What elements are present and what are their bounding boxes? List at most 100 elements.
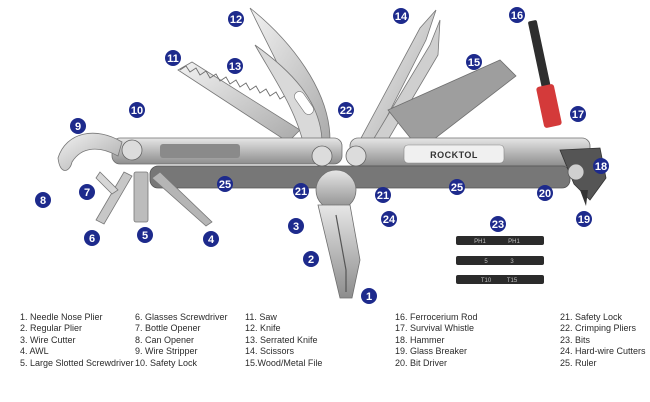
svg-text:21: 21: [295, 186, 307, 198]
bits-set: PH1 PH1 5 3 T10 T15: [456, 236, 544, 284]
svg-text:15: 15: [468, 57, 480, 69]
legend-item: 16. Ferrocerium Rod: [395, 312, 478, 322]
callout-3: 3: [288, 218, 304, 234]
callout-25a: 25: [217, 176, 233, 192]
legend-item: 25. Ruler: [560, 357, 597, 368]
svg-text:13: 13: [229, 61, 241, 73]
svg-text:21: 21: [377, 190, 389, 202]
svg-text:11: 11: [167, 53, 179, 65]
callout-9: 9: [70, 118, 86, 134]
svg-text:19: 19: [578, 214, 590, 226]
svg-text:18: 18: [595, 161, 607, 173]
callout-12: 12: [228, 11, 244, 27]
legend-item: 19. Glass Breaker: [395, 346, 468, 357]
svg-text:22: 22: [340, 105, 352, 117]
svg-text:25: 25: [219, 179, 231, 191]
callout-22: 22: [338, 102, 354, 118]
svg-text:16: 16: [511, 10, 523, 22]
svg-text:5: 5: [142, 230, 148, 242]
legend-column-2: 6. Glasses Screwdriver 7. Bottle Opener …: [135, 312, 228, 369]
svg-text:14: 14: [395, 11, 408, 23]
svg-text:20: 20: [539, 188, 551, 200]
legend-item: 15.Wood/Metal File: [245, 357, 323, 368]
bit-2-left: 5: [484, 259, 488, 265]
pliers: [315, 169, 361, 299]
svg-text:23: 23: [492, 219, 504, 231]
legend-item: 11. Saw: [245, 312, 277, 322]
legend-item: 1. Needle Nose Plier: [20, 312, 103, 322]
legend-item: 2. Regular Plier: [20, 323, 83, 334]
pivot-points: [121, 139, 585, 181]
callout-7: 7: [79, 184, 95, 200]
callout-17: 17: [570, 106, 586, 122]
legend-item: 12. Knife: [245, 323, 281, 334]
callout-23: 23: [490, 216, 506, 232]
legend-item: 18. Hammer: [395, 334, 445, 345]
bit-3-left: T10: [481, 278, 492, 284]
callout-21b: 21: [375, 187, 391, 203]
legend-item: 22. Crimping Pliers: [560, 323, 637, 334]
upper-handle: ROCKTOL: [111, 137, 591, 167]
svg-text:25: 25: [451, 182, 463, 194]
callouts: 1 2 3 4 5 6 7 8 9 10 11 12 13 14 15 16 1…: [35, 7, 609, 304]
brand-label: ROCKTOL: [430, 150, 478, 160]
callout-1: 1: [361, 288, 377, 304]
legend-item: 24. Hard-wire Cutters: [560, 346, 646, 357]
bit-1-right: PH1: [508, 239, 520, 245]
svg-text:6: 6: [89, 233, 95, 245]
callout-18: 18: [593, 158, 609, 174]
svg-text:1: 1: [366, 291, 372, 303]
ferrocerium-rod: [528, 20, 562, 128]
svg-text:2: 2: [308, 254, 314, 266]
svg-text:10: 10: [131, 105, 143, 117]
callout-5: 5: [137, 227, 153, 243]
legend-column-5: 21. Safety Lock 22. Crimping Pliers 23. …: [560, 312, 646, 369]
svg-text:7: 7: [84, 187, 90, 199]
callout-25b: 25: [449, 179, 465, 195]
legend-column-3: 11. Saw 12. Knife 13. Serrated Knife 14.…: [245, 312, 322, 369]
parts-legend: 1. Needle Nose Plier 2. Regular Plier 3.…: [0, 312, 650, 400]
callout-20: 20: [537, 185, 553, 201]
legend-item: 5. Large Slotted Screwdriver: [20, 357, 134, 368]
svg-text:24: 24: [383, 214, 396, 226]
legend-item: 8. Can Opener: [135, 334, 195, 345]
bit-1-left: PH1: [474, 239, 486, 245]
callout-11: 11: [165, 50, 181, 66]
svg-text:9: 9: [75, 121, 81, 133]
legend-item: 23. Bits: [560, 334, 591, 345]
legend-item: 7. Bottle Opener: [135, 323, 201, 334]
legend-item: 9. Wire Stripper: [135, 346, 198, 357]
callout-16: 16: [509, 7, 525, 23]
callout-15: 15: [466, 54, 482, 70]
bit-3-right: T15: [507, 278, 518, 284]
legend-item: 3. Wire Cutter: [20, 334, 76, 345]
svg-text:12: 12: [230, 14, 242, 26]
callout-24: 24: [381, 211, 397, 227]
lower-handle: [149, 165, 571, 189]
svg-text:4: 4: [208, 234, 215, 246]
legend-item: 10. Safety Lock: [135, 357, 198, 368]
svg-text:8: 8: [40, 195, 46, 207]
legend-item: 17. Survival Whistle: [395, 323, 475, 334]
file-blade: [387, 59, 517, 151]
legend-item: 6. Glasses Screwdriver: [135, 312, 228, 322]
legend-item: 21. Safety Lock: [560, 312, 623, 322]
multitool-diagram: ROCKTOL PH1 PH1 5 3 T10 T15: [35, 7, 609, 304]
svg-text:17: 17: [572, 109, 584, 121]
callout-2: 2: [303, 251, 319, 267]
legend-item: 20. Bit Driver: [395, 357, 448, 368]
legend-column-1: 1. Needle Nose Plier 2. Regular Plier 3.…: [20, 312, 134, 369]
callout-21a: 21: [293, 183, 309, 199]
callout-6: 6: [84, 230, 100, 246]
legend-column-4: 16. Ferrocerium Rod 17. Survival Whistle…: [395, 312, 478, 369]
callout-10: 10: [129, 102, 145, 118]
callout-13: 13: [227, 58, 243, 74]
callout-8: 8: [35, 192, 51, 208]
legend-item: 4. AWL: [20, 346, 49, 357]
callout-4: 4: [203, 231, 219, 247]
left-tools: [57, 132, 213, 227]
bit-2-right: 3: [510, 259, 514, 265]
callout-14: 14: [393, 8, 409, 24]
callout-19: 19: [576, 211, 592, 227]
legend-item: 13. Serrated Knife: [245, 334, 318, 345]
